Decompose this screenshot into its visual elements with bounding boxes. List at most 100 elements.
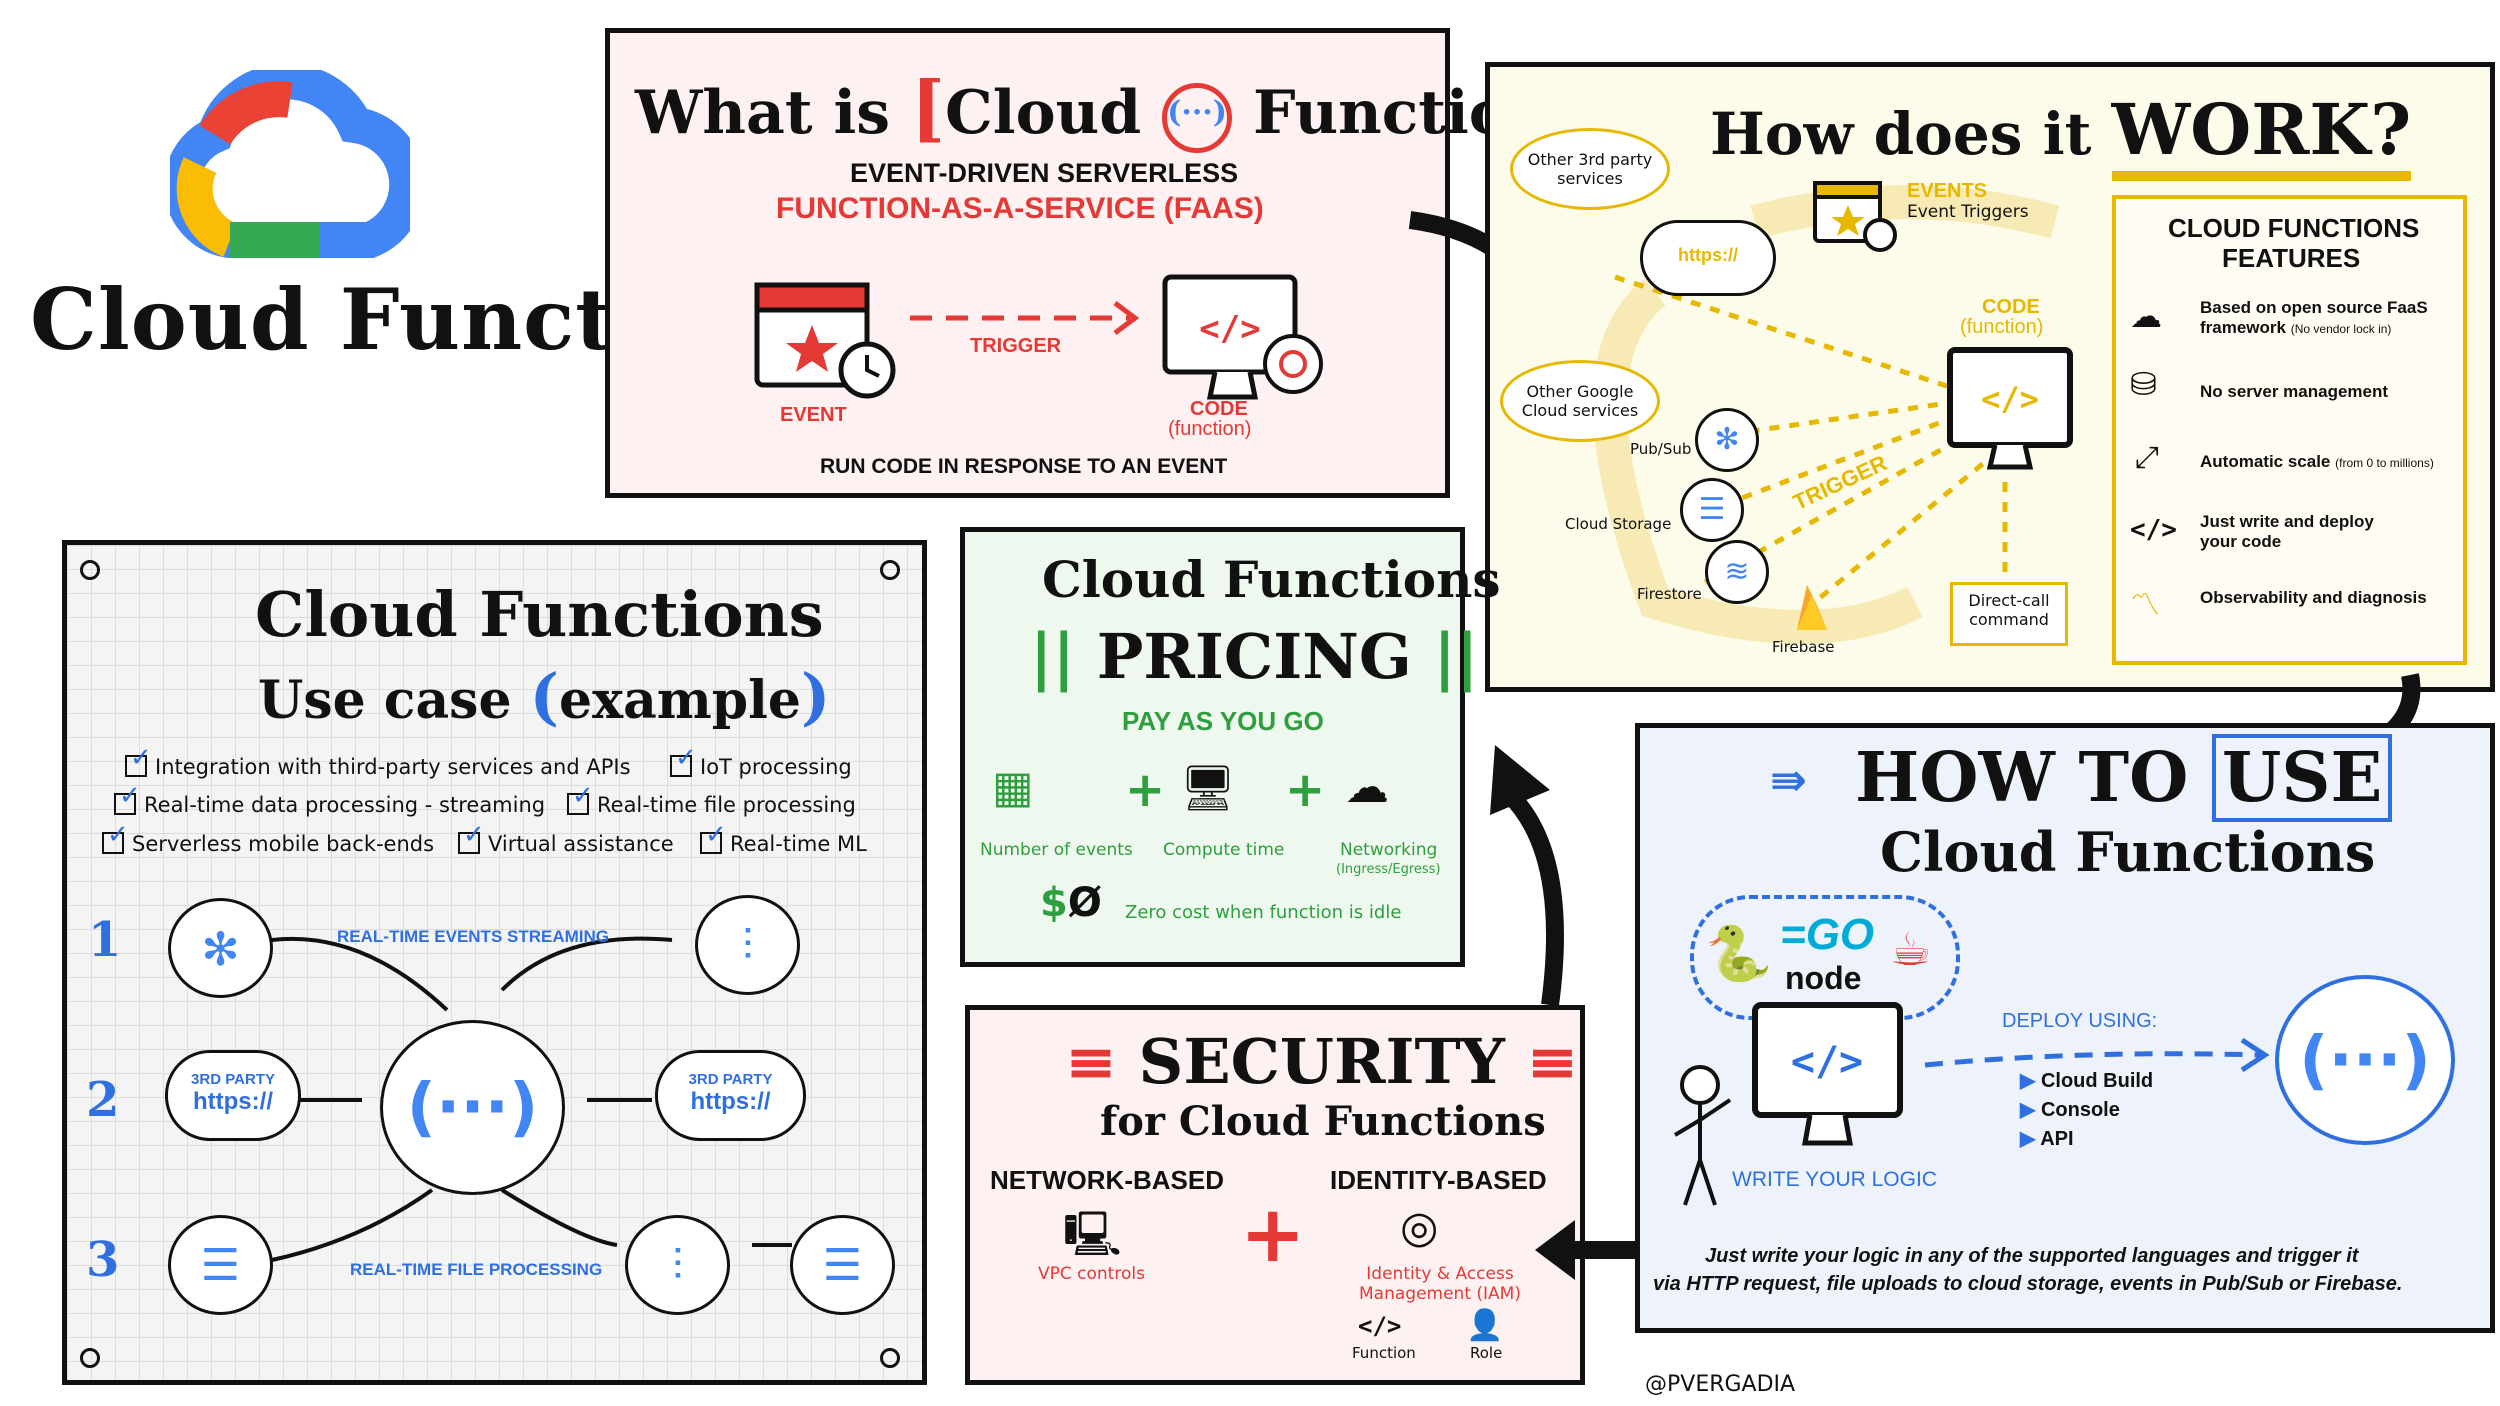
other-google-badge: Other Google Cloud services (1500, 360, 1660, 442)
title-cloud: Cloud (945, 78, 1142, 148)
security-panel (965, 1005, 1585, 1385)
how-work-https: https:// (1678, 245, 1738, 265)
how-use-desc2: via HTTP request, file uploads to cloud … (1653, 1273, 2403, 1295)
observability-icon: 〽 (2130, 588, 2160, 623)
iam-label: Identity & Access Management (IAM) (1359, 1264, 1521, 1304)
deploy-item-1: ▶ Cloud Build (2020, 1070, 2154, 1092)
direct-call-label: Direct-call command (1968, 591, 2050, 629)
https-cloud-icon: https:// (1640, 220, 1776, 296)
function-label: Function (1352, 1344, 1416, 1362)
vpc-label: VPC controls (1038, 1264, 1145, 1284)
networking-icon: ☁ (1345, 762, 1389, 813)
streaming-label: REAL-TIME EVENTS STREAMING (337, 927, 609, 946)
use-case-arrows: REAL-TIME EVENTS STREAMING REAL-TIME FIL… (271, 927, 792, 1279)
how-use-title1: HOW TO USE (1855, 734, 2393, 822)
how-monitor-icon: </> (1945, 345, 2085, 479)
deploy-item-3-text: API (2040, 1128, 2074, 1150)
step-1-number: 1 (88, 912, 122, 968)
feature-1-small: (No vendor lock in) (2290, 322, 2392, 336)
feature-3-small: (from 0 to millions) (2335, 456, 2434, 470)
how-use-title-pre: HOW TO (1855, 738, 2189, 818)
how-use-monitor-icon: </> (1750, 1000, 1910, 1154)
check-6: Virtual assistance (458, 820, 674, 856)
check-2: IoT processing (670, 743, 852, 779)
pricing-networking-sub: (Ingress/Egress) (1336, 862, 1441, 877)
uc-3rd-party-label-1: 3RD PARTY (191, 1071, 275, 1088)
pricing-title2: || PRICING || (1030, 620, 1479, 693)
check-2-label: IoT processing (700, 755, 852, 779)
speed-lines-icon: ⇛ (1770, 755, 1807, 806)
cloud-logo-icon (163, 63, 426, 258)
check-4: Real-time file processing (567, 781, 856, 817)
what-is-footer: RUN CODE IN RESPONSE TO AN EVENT (820, 455, 1228, 478)
svg-text:</>: </> (1791, 1039, 1863, 1085)
feature-4: Just write and deploy your code (2200, 512, 2400, 552)
how-work-title: How does it WORK? (1710, 88, 2412, 181)
gcp-logo (163, 63, 426, 270)
feature-1: Based on open source FaaS framework (No … (2200, 298, 2450, 338)
deploy-item-2-text: Console (2040, 1099, 2120, 1121)
python-icon: 🐍 (1705, 922, 1773, 985)
pubsub-icon: ✻ (1695, 408, 1759, 472)
feature-5: Observability and diagnosis (2200, 588, 2460, 608)
number-of-events-icon: ▦ (992, 762, 1034, 813)
deploy-item-2: ▶ Console (2020, 1099, 2120, 1121)
write-logic-label: WRITE YOUR LOGIC (1732, 1168, 1937, 1191)
pin-br (880, 1348, 900, 1368)
step-3-number: 3 (86, 1232, 120, 1288)
features-title1: CLOUD FUNCTIONS (2168, 213, 2420, 243)
java-icon: ☕ (1890, 922, 1932, 976)
go-text: GO (1805, 910, 1875, 959)
trigger-label: TRIGGER (970, 335, 1062, 357)
how-work-title-pre: How does it (1710, 100, 2092, 168)
check-1: Integration with third-party services an… (125, 743, 631, 779)
deploy-arrow (1920, 1030, 2280, 1084)
network-based: NETWORK-BASED (990, 1165, 1224, 1195)
uc-https-label-2: https:// (690, 1088, 771, 1115)
check-6-label: Virtual assistance (488, 832, 674, 856)
what-is-subtitle1: EVENT-DRIVEN SERVERLESS (850, 158, 1239, 188)
pricing-title2-text: PRICING (1096, 620, 1412, 693)
plus-icon-2: + (1285, 762, 1326, 818)
how-use-desc1: Just write your logic in any of the supp… (1705, 1245, 2359, 1267)
event-triggers-label: Event Triggers (1907, 202, 2029, 222)
use-case-title2: Use case (example) (258, 660, 831, 733)
dollar-zero-icon: $Ø (1040, 880, 1102, 926)
feature-3-text: Automatic scale (2200, 452, 2331, 471)
check-3-label: Real-time data processing - streaming (144, 793, 546, 817)
uc-storage-icon-2: ☰ (790, 1215, 895, 1315)
firebase-icon (1792, 580, 1832, 639)
dollar-sign: $ (1040, 880, 1068, 926)
go-label: =GO (1780, 910, 1875, 959)
feature-1-text: Based on open source FaaS framework (2200, 298, 2428, 337)
file-proc-label: REAL-TIME FILE PROCESSING (350, 1260, 602, 1279)
cloud-storage-icon: ☰ (1680, 478, 1744, 542)
step-2-number: 2 (86, 1072, 120, 1128)
use-case-title2-pre: Use case (258, 670, 512, 731)
deploy-item-1-text: Cloud Build (2040, 1070, 2154, 1092)
events-calendar-icon (1810, 175, 1900, 259)
security-title2: for Cloud Functions (1100, 1098, 1546, 1145)
pricing-item-2: Compute time (1163, 840, 1285, 860)
feature-2: No server management (2200, 382, 2450, 402)
feature-4-text: Just write and deploy your code (2200, 512, 2374, 551)
what-is-subtitle2: FUNCTION-AS-A-SERVICE (FAAS) (776, 192, 1264, 225)
uc-storage-icon-1: ☰ (168, 1215, 273, 1315)
uc-https-label-1: https:// (193, 1088, 273, 1115)
no-server-icon: ⛁ (2130, 365, 2157, 403)
pin-tr (880, 560, 900, 580)
check-7-label: Real-time ML (730, 832, 867, 856)
check-7: Real-time ML (700, 820, 867, 856)
credit-label: @PVERGADIA (1645, 1372, 1796, 1397)
event-label: EVENT (780, 404, 847, 426)
pricing-zero: Zero cost when function is idle (1125, 902, 1402, 923)
use-case-title1: Cloud Functions (255, 578, 824, 651)
uc-functions-icon: (···) (380, 1020, 565, 1195)
arrow-to-pricing (1480, 735, 1610, 1019)
other-google-label: Other Google Cloud services (1521, 382, 1639, 420)
check-5: Serverless mobile back-ends (102, 820, 434, 856)
other-3rd-party-label: Other 3rd party services (1527, 150, 1653, 188)
what-code-sub: (function) (1168, 418, 1252, 440)
features-box (2112, 195, 2467, 665)
svg-text:</>: </> (1981, 380, 2039, 418)
